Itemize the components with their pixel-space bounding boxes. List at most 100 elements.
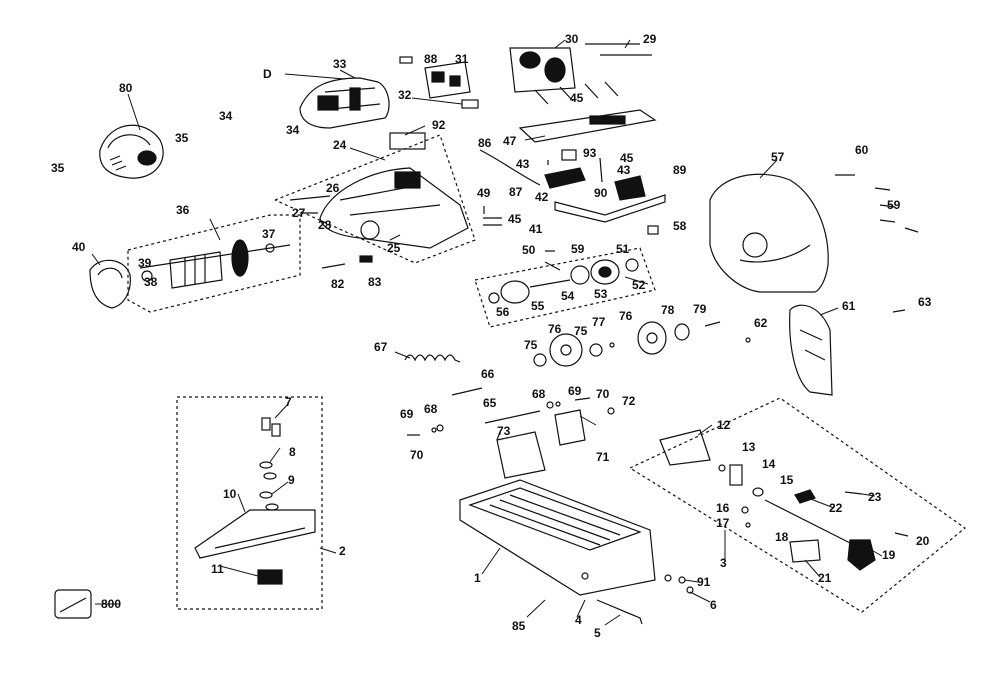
accessory-box-800	[54, 589, 92, 619]
callout-87: 87	[509, 185, 523, 199]
nut-part-62	[745, 337, 751, 343]
callout-76: 76	[548, 322, 562, 336]
callout-29: 29	[643, 32, 657, 46]
callout-38: 38	[144, 275, 158, 289]
callout-76: 76	[619, 309, 633, 323]
callout-68: 68	[532, 387, 546, 401]
field-coil-part-30	[509, 47, 576, 93]
callout-17: 17	[716, 516, 730, 530]
bearing-part-37	[265, 243, 275, 253]
callout-43: 43	[617, 163, 631, 177]
group-box-gear	[474, 247, 656, 328]
callout-66: 66	[481, 367, 495, 381]
switch-part-31	[424, 61, 471, 99]
screws-part-45	[534, 81, 619, 105]
callout-83: 83	[368, 275, 382, 289]
callout-86: 86	[478, 136, 492, 150]
callout-58: 58	[673, 219, 687, 233]
callout-30: 30	[565, 32, 579, 46]
callout-3: 3	[720, 556, 727, 570]
pin-part-26	[289, 195, 331, 201]
callout-20: 20	[916, 534, 930, 548]
callout-71: 71	[596, 450, 610, 464]
shroud-part-80	[99, 124, 164, 179]
callout-26: 26	[326, 181, 340, 195]
callout-12: 12	[717, 418, 731, 432]
rod-part-65	[484, 410, 541, 424]
callout-79: 79	[693, 302, 707, 316]
callout-39: 39	[138, 256, 152, 270]
callout-75: 75	[524, 338, 538, 352]
callout-5: 5	[594, 626, 601, 640]
callout-52: 52	[632, 278, 646, 292]
callout-88: 88	[424, 52, 438, 66]
rod-part-66	[451, 387, 483, 396]
nut-part-58	[647, 225, 659, 235]
callout-85: 85	[512, 619, 526, 633]
callout-53: 53	[594, 287, 608, 301]
callout-31: 31	[455, 52, 469, 66]
callout-82: 82	[331, 277, 345, 291]
screw-part-63	[892, 309, 906, 313]
plate-part-47	[518, 109, 657, 143]
callout-90: 90	[594, 186, 608, 200]
callout-35: 35	[51, 161, 65, 175]
callout-32: 32	[398, 88, 412, 102]
callout-10: 10	[223, 487, 237, 501]
callout-9: 9	[288, 473, 295, 487]
callout-16: 16	[716, 501, 730, 515]
group-box-vise	[629, 397, 966, 613]
callout-2: 2	[339, 544, 346, 558]
spring-part-67	[404, 354, 461, 363]
callout-D: D	[263, 67, 272, 81]
callout-67: 67	[374, 340, 388, 354]
callout-22: 22	[829, 501, 843, 515]
callout-28: 28	[318, 218, 332, 232]
callout-68: 68	[424, 402, 438, 416]
flange-parts	[533, 321, 721, 367]
switch-block-part-42	[544, 149, 603, 189]
bracket-part-71	[554, 409, 586, 446]
callout-19: 19	[882, 548, 896, 562]
callout-59: 59	[887, 198, 901, 212]
callout-800: 800	[101, 597, 122, 611]
callout-55: 55	[531, 299, 545, 313]
cable-part-86	[479, 149, 541, 186]
callout-27: 27	[292, 206, 306, 220]
callout-18: 18	[775, 530, 789, 544]
callout-14: 14	[762, 457, 776, 471]
small-part-88	[399, 56, 413, 64]
spring-part-83	[359, 255, 373, 263]
callout-7: 7	[285, 395, 292, 409]
callout-69: 69	[400, 407, 414, 421]
gear-housing-part-25	[319, 167, 469, 249]
callout-70: 70	[410, 448, 424, 462]
callout-4: 4	[575, 613, 582, 627]
callout-11: 11	[211, 562, 224, 576]
callout-56: 56	[496, 305, 510, 319]
callout-57: 57	[771, 150, 785, 164]
callout-24: 24	[333, 138, 347, 152]
callout-50: 50	[522, 243, 536, 257]
callout-49: 49	[477, 186, 491, 200]
callout-8: 8	[289, 445, 296, 459]
callout-77: 77	[592, 315, 606, 329]
group-box-fence	[176, 396, 323, 610]
pin-part-82	[321, 263, 346, 269]
callout-45: 45	[508, 212, 522, 226]
callout-25: 25	[387, 241, 401, 255]
callout-34: 34	[286, 123, 300, 137]
pins-parts	[407, 397, 615, 441]
fence-parts	[194, 417, 316, 585]
callout-33: 33	[333, 57, 347, 71]
callout-93: 93	[583, 146, 597, 160]
callout-69: 69	[568, 384, 582, 398]
callout-36: 36	[176, 203, 190, 217]
callout-80: 80	[119, 81, 133, 95]
callout-54: 54	[561, 289, 575, 303]
callout-6: 6	[710, 598, 717, 612]
callout-89: 89	[673, 163, 687, 177]
switch-tab-32	[461, 99, 479, 109]
